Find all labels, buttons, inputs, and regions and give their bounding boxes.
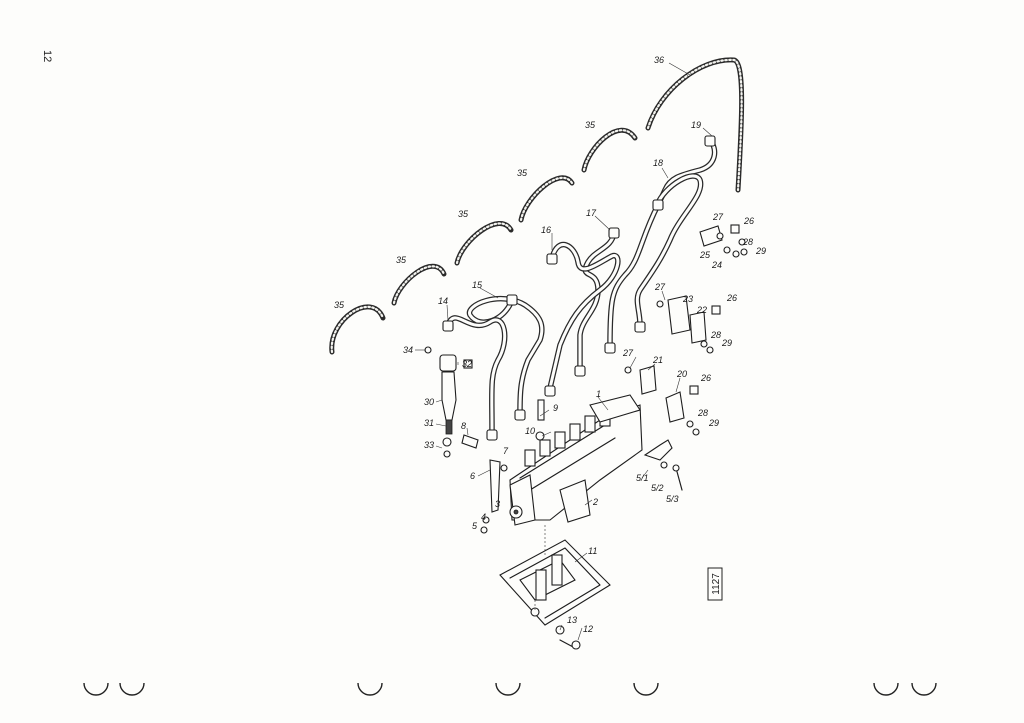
- callout-32: 32: [462, 359, 472, 369]
- pipe-clamps: [624, 224, 748, 491]
- callout-19: 19: [691, 120, 701, 130]
- callout-23: 23: [682, 294, 693, 304]
- callout-35: 35: [396, 255, 407, 265]
- figure-number-box: 1127: [707, 567, 723, 601]
- callout-13: 13: [567, 615, 577, 625]
- page-number: 12: [41, 50, 53, 62]
- callout-labels: 36 19 35 35 35 35 35 18 17 16 15 14 27 2…: [334, 55, 766, 634]
- callout-26: 26: [743, 216, 754, 226]
- callout-8: 8: [461, 421, 466, 431]
- punch-hole: [633, 682, 659, 696]
- callout-34: 34: [403, 345, 413, 355]
- callout-18: 18: [653, 158, 663, 168]
- callout-5-1: 5/1: [636, 473, 649, 483]
- punch-holes: [83, 682, 937, 696]
- callout-26: 26: [726, 293, 737, 303]
- figure-number: 1127: [711, 573, 722, 595]
- callout-2: 2: [592, 497, 598, 507]
- callout-25: 25: [699, 250, 711, 260]
- callout-7: 7: [503, 446, 509, 456]
- callout-27: 27: [712, 212, 724, 222]
- callout-26: 26: [700, 373, 711, 383]
- callout-1: 1: [596, 389, 601, 399]
- callout-5-2: 5/2: [651, 483, 664, 493]
- callout-33: 33: [424, 440, 434, 450]
- callout-27: 27: [622, 348, 634, 358]
- callout-28: 28: [742, 237, 753, 247]
- callout-6: 6: [470, 471, 475, 481]
- punch-hole: [83, 682, 109, 696]
- callout-16: 16: [541, 225, 551, 235]
- callout-35: 35: [585, 120, 596, 130]
- punch-hole: [495, 682, 521, 696]
- leader-lines: [415, 62, 713, 641]
- callout-22: 22: [696, 305, 707, 315]
- callout-3: 3: [495, 499, 500, 509]
- callout-15: 15: [472, 280, 483, 290]
- callout-14: 14: [438, 296, 448, 306]
- callout-17: 17: [586, 208, 597, 218]
- callout-29: 29: [708, 418, 719, 428]
- callout-28: 28: [710, 330, 721, 340]
- callout-30: 30: [424, 397, 434, 407]
- callout-35: 35: [334, 300, 345, 310]
- callout-36: 36: [654, 55, 664, 65]
- punch-hole: [873, 682, 899, 696]
- callout-20: 20: [676, 369, 687, 379]
- callout-29: 29: [721, 338, 732, 348]
- callout-35: 35: [458, 209, 469, 219]
- callout-5: 5: [472, 521, 478, 531]
- injector-assembly: [424, 346, 479, 458]
- callout-5-3: 5/3: [666, 494, 679, 504]
- punch-hole: [357, 682, 383, 696]
- callout-10: 10: [525, 426, 535, 436]
- callout-11: 11: [588, 546, 597, 556]
- callout-27: 27: [654, 282, 666, 292]
- callout-4: 4: [481, 512, 486, 522]
- callout-28: 28: [697, 408, 708, 418]
- injection-pump: [480, 394, 643, 534]
- callout-29: 29: [755, 246, 766, 256]
- callout-9: 9: [553, 403, 558, 413]
- callout-24: 24: [711, 260, 722, 270]
- punch-hole: [911, 682, 937, 696]
- punch-hole: [119, 682, 145, 696]
- pump-bracket: [499, 525, 611, 650]
- callout-35: 35: [517, 168, 528, 178]
- leak-off-hoses: [329, 57, 745, 355]
- injection-pipes: [442, 135, 718, 441]
- callout-31: 31: [424, 418, 434, 428]
- callout-21: 21: [652, 355, 663, 365]
- callout-12: 12: [583, 624, 593, 634]
